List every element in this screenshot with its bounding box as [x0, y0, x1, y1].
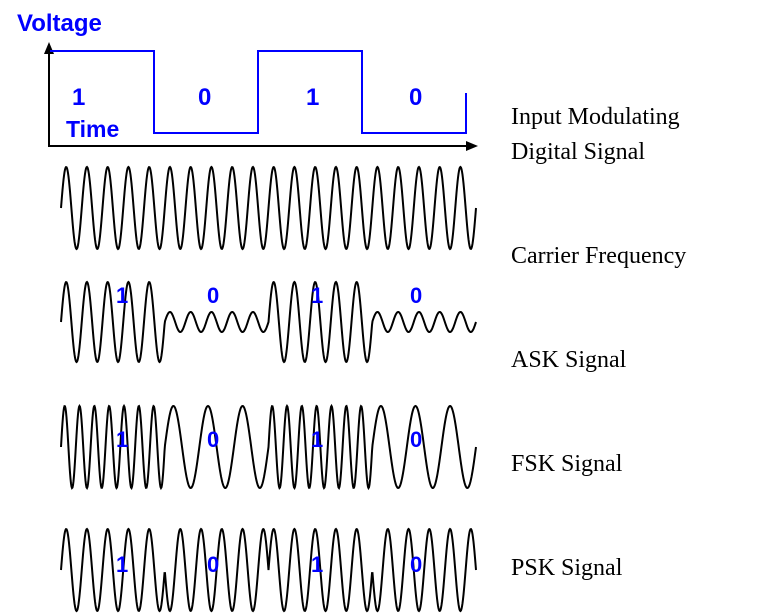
bit-label: 1 [72, 84, 86, 111]
psk-wave [60, 527, 477, 613]
label-input-signal-line2: Digital Signal [511, 139, 645, 165]
bit-label: 1 [311, 552, 324, 577]
bit-label: 0 [410, 552, 423, 577]
y-axis-arrow-icon [44, 42, 54, 54]
bit-label: 0 [410, 283, 423, 308]
axes [44, 42, 478, 151]
bit-label: 1 [116, 283, 129, 308]
label-ask: ASK Signal [511, 347, 627, 373]
time-axis-label: Time [66, 116, 120, 142]
bit-label: 0 [207, 427, 220, 452]
bit-label: 0 [198, 84, 212, 111]
waveforms [60, 165, 477, 613]
fsk-wave [60, 403, 477, 491]
label-fsk: FSK Signal [511, 451, 623, 477]
bit-label: 1 [306, 84, 320, 111]
bit-label: 0 [207, 283, 220, 308]
bit-label: 1 [311, 283, 324, 308]
bit-label: 1 [116, 427, 129, 452]
bit-label: 0 [207, 552, 220, 577]
carrier-wave [60, 165, 477, 251]
voltage-axis-label: Voltage [17, 10, 102, 37]
label-input-signal-line1: Input Modulating [511, 104, 680, 130]
digital-signal-line [50, 50, 467, 134]
bit-label: 1 [116, 552, 129, 577]
x-axis-arrow-icon [466, 141, 478, 151]
label-carrier: Carrier Frequency [511, 243, 687, 269]
ask-wave [60, 280, 477, 364]
bit-label: 0 [410, 427, 423, 452]
label-psk: PSK Signal [511, 555, 623, 581]
bit-label: 0 [409, 84, 423, 111]
bit-label: 1 [311, 427, 324, 452]
